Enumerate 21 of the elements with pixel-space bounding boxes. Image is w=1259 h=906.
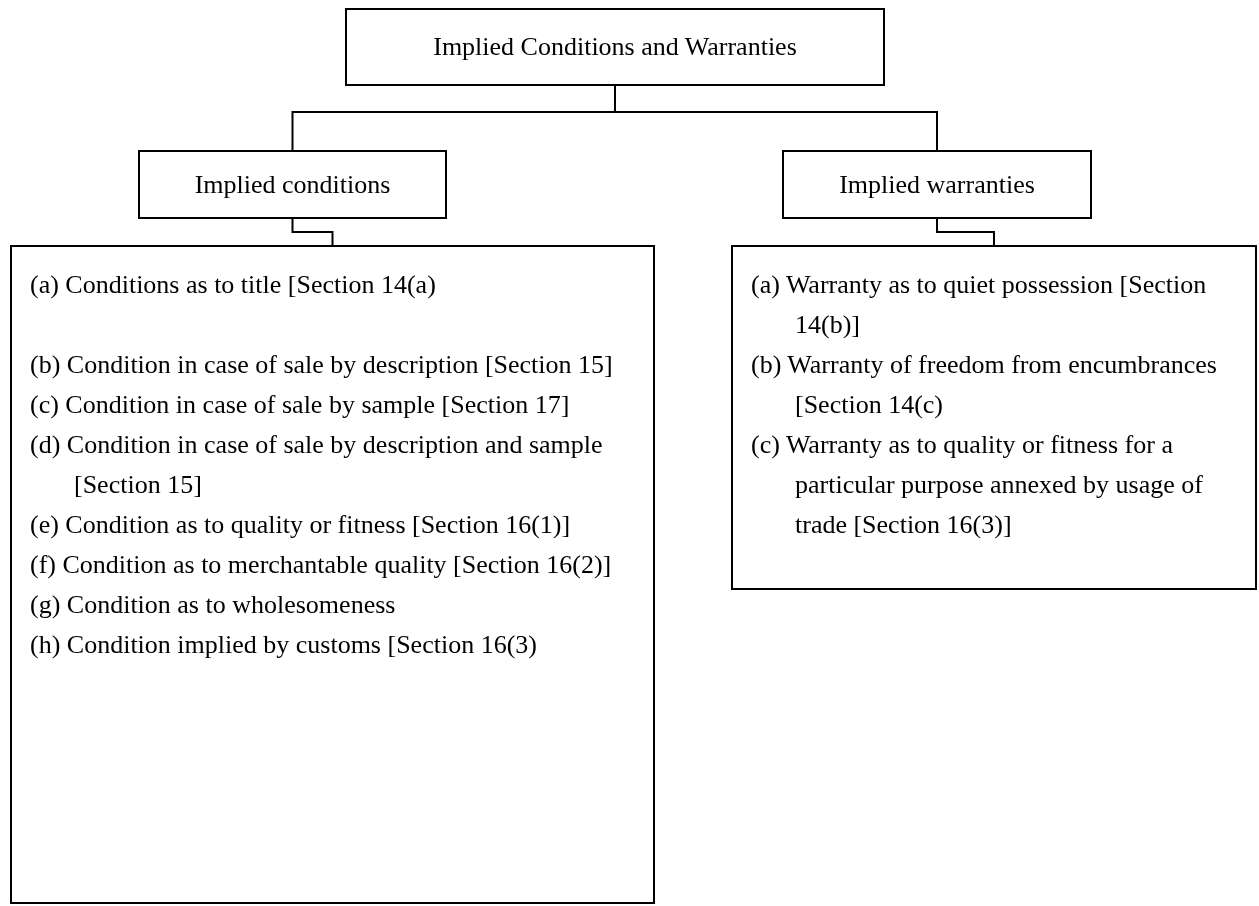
connector-line bbox=[291, 218, 334, 246]
list-box bbox=[10, 245, 655, 904]
list-item: (e) Condition as to quality or fitness [Section 16(1)] bbox=[30, 509, 572, 541]
list-item: (c) Condition in case of sale by sample [Section 17] bbox=[30, 389, 571, 421]
list-item: (b) Condition in case of sale by description [Section 15] bbox=[30, 349, 614, 381]
heading-box bbox=[138, 150, 447, 219]
list-item: (a) Warranty as to quiet possession [Section 14(b)] bbox=[751, 269, 1208, 341]
heading-box bbox=[782, 150, 1092, 219]
list-item: (b) Warranty of freedom from encumbrances [Section 14(c) bbox=[751, 349, 1218, 421]
list-item: (f) Condition as to merchantable quality [Section 16(2)] bbox=[30, 549, 613, 581]
list-item: (h) Condition implied by customs [Section 16(3) bbox=[30, 629, 538, 661]
list-item: (c) Warranty as to quality or fitness for a particular purpose annexed by usage of trade [Section 16(3)] bbox=[751, 429, 1204, 541]
list-item: (g) Condition as to wholesomeness bbox=[30, 589, 397, 621]
heading-box bbox=[345, 8, 885, 86]
list-box bbox=[731, 245, 1257, 590]
list-item: (a) Conditions as to title [Section 14(a) bbox=[30, 269, 437, 301]
heading-text: Implied Conditions and Warranties bbox=[433, 31, 797, 63]
heading-text: Implied conditions bbox=[194, 168, 391, 201]
heading-text: Implied warranties bbox=[839, 168, 1035, 201]
connector-line bbox=[936, 218, 995, 246]
list-item: (d) Condition in case of sale by description and sample [Section 15] bbox=[30, 429, 604, 501]
